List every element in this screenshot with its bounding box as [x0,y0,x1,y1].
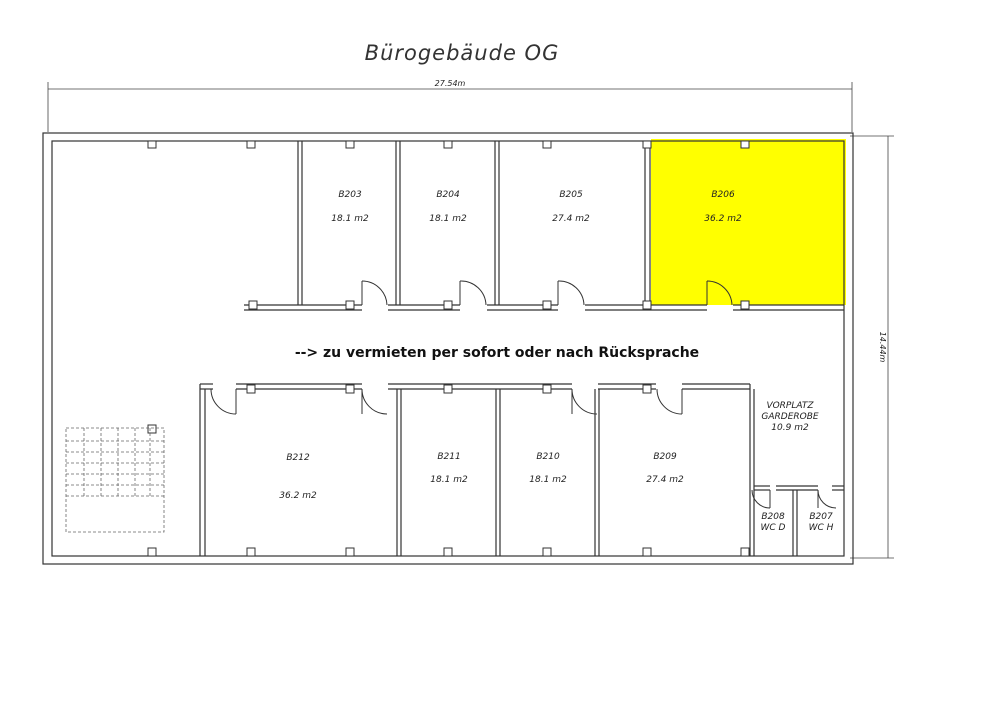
room-b211-area: 18.1 m2 [430,475,468,485]
room-b211-id: B211 [437,452,460,462]
structural-columns [147,140,750,557]
plan-title: Bürogebäude OG [365,41,560,65]
room-vorplatz-area: 10.9 m2 [771,423,809,433]
width-dimension: 27.54m [47,79,853,132]
staircase [65,427,165,533]
room-b212: B212 36.2 m2 [279,453,317,501]
room-b207-use: WC H [809,523,834,533]
door-swings [210,280,837,509]
room-b203-area: 18.1 m2 [331,214,369,224]
room-b209: B209 27.4 m2 [646,452,684,485]
room-b212-id: B212 [286,453,310,463]
upper-walls [244,141,844,311]
room-b212-area: 36.2 m2 [279,491,317,501]
room-b208-id: B208 [761,512,785,522]
room-b207: B207 WC H [809,512,834,533]
room-b210-id: B210 [536,452,560,462]
room-b205-id: B205 [559,190,583,200]
room-b203-id: B203 [338,190,362,200]
room-b205-area: 27.4 m2 [552,214,590,224]
room-b203: B203 18.1 m2 [331,190,369,224]
room-b206-highlight [651,139,846,305]
room-b209-id: B209 [653,452,677,462]
room-b206: B206 36.2 m2 [704,190,742,224]
room-b204: B204 18.1 m2 [429,190,467,224]
room-b205: B205 27.4 m2 [552,190,590,224]
room-b210-area: 18.1 m2 [529,475,567,485]
room-b209-area: 27.4 m2 [646,475,684,485]
depth-dimension: 14.44m [850,135,894,559]
room-b204-id: B204 [436,190,460,200]
room-b204-area: 18.1 m2 [429,214,467,224]
depth-dimension-label: 14.44m [878,332,887,363]
room-b208-use: WC D [761,523,786,533]
room-b210: B210 18.1 m2 [529,452,567,485]
room-vorplatz-name: VORPLATZ [766,401,814,411]
availability-note: --> zu vermieten per sofort oder nach Rü… [295,345,699,361]
room-vorplatz: VORPLATZ GARDEROBE 10.9 m2 [761,401,819,433]
room-b208: B208 WC D [761,512,786,533]
room-vorplatz-use: GARDEROBE [761,412,819,422]
room-b206-area: 36.2 m2 [704,214,742,224]
lower-walls [199,383,844,556]
room-b207-id: B207 [809,512,833,522]
width-dimension-label: 27.54m [435,79,466,88]
room-b206-id: B206 [711,190,735,200]
room-b211: B211 18.1 m2 [430,452,468,485]
